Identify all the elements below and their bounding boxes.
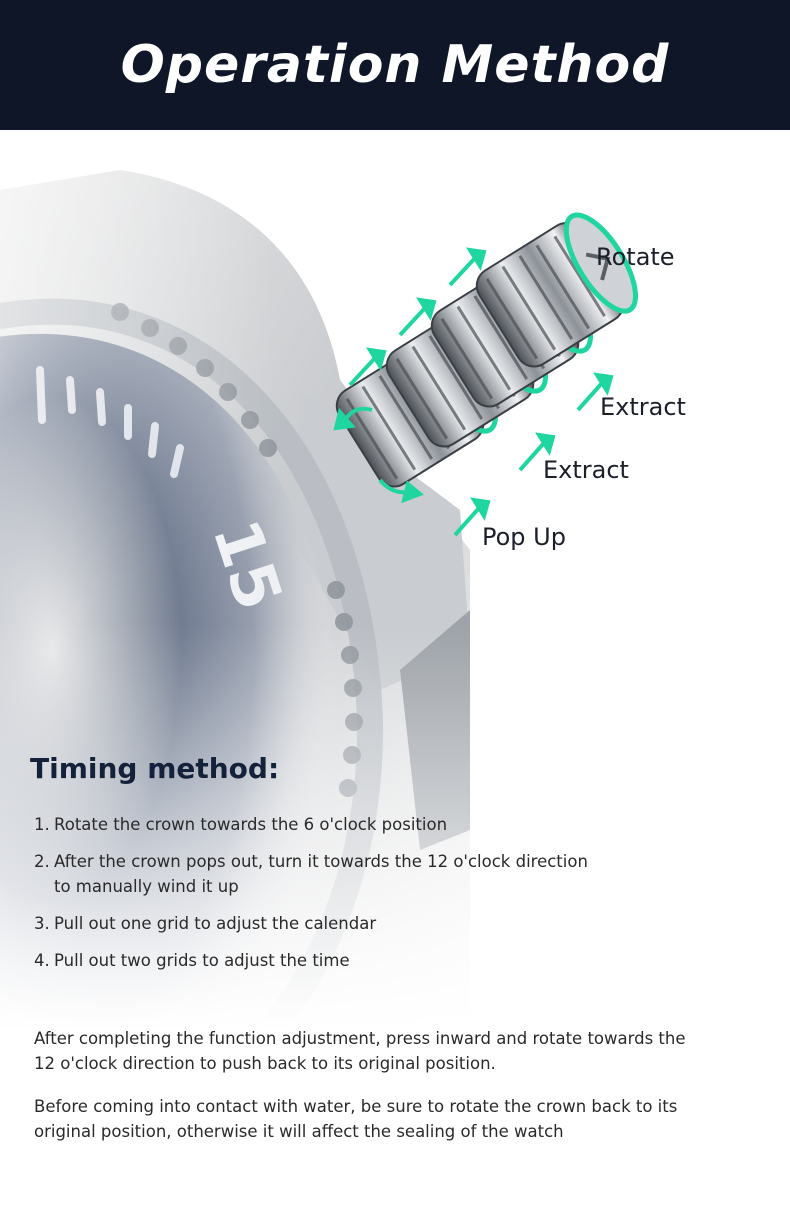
list-item: 2.After the crown pops out, turn it towa… xyxy=(34,849,734,899)
step-text: Pull out one grid to adjust the calendar xyxy=(54,914,377,933)
step-text: Rotate the crown towards the 6 o'clock p… xyxy=(54,815,448,834)
step-number: 1. xyxy=(34,815,50,834)
note-water-warning: Before coming into contact with water, b… xyxy=(34,1094,734,1144)
step-text-continued: to manually wind it up xyxy=(54,877,239,896)
watch-crown-image: 15 xyxy=(0,130,790,1030)
timing-heading: Timing method: xyxy=(30,752,280,785)
timing-steps-list: 1.Rotate the crown towards the 6 o'clock… xyxy=(34,812,734,985)
list-item: 3.Pull out one grid to adjust the calend… xyxy=(34,911,734,936)
watch-crown-illustration: 15 xyxy=(0,130,790,1030)
note-line: After completing the function adjustment… xyxy=(34,1029,686,1048)
step-number: 4. xyxy=(34,951,50,970)
list-item: 1.Rotate the crown towards the 6 o'clock… xyxy=(34,812,734,837)
callout-extract-1: Extract xyxy=(600,393,686,421)
note-line: Before coming into contact with water, b… xyxy=(34,1097,678,1116)
list-item: 4.Pull out two grids to adjust the time xyxy=(34,948,734,973)
step-text: After the crown pops out, turn it toward… xyxy=(54,852,588,871)
step-text: Pull out two grids to adjust the time xyxy=(54,951,350,970)
callout-rotate: Rotate xyxy=(596,243,675,271)
note-push-back: After completing the function adjustment… xyxy=(34,1026,734,1076)
step-number: 3. xyxy=(34,914,50,933)
callout-pop-up: Pop Up xyxy=(482,523,566,551)
note-line: 12 o'clock direction to push back to its… xyxy=(34,1054,496,1073)
page-title: Operation Method xyxy=(120,35,670,95)
callout-extract-2: Extract xyxy=(543,456,629,484)
step-number: 2. xyxy=(34,852,50,871)
header-banner: Operation Method xyxy=(0,0,790,130)
note-line: original position, otherwise it will aff… xyxy=(34,1122,564,1141)
